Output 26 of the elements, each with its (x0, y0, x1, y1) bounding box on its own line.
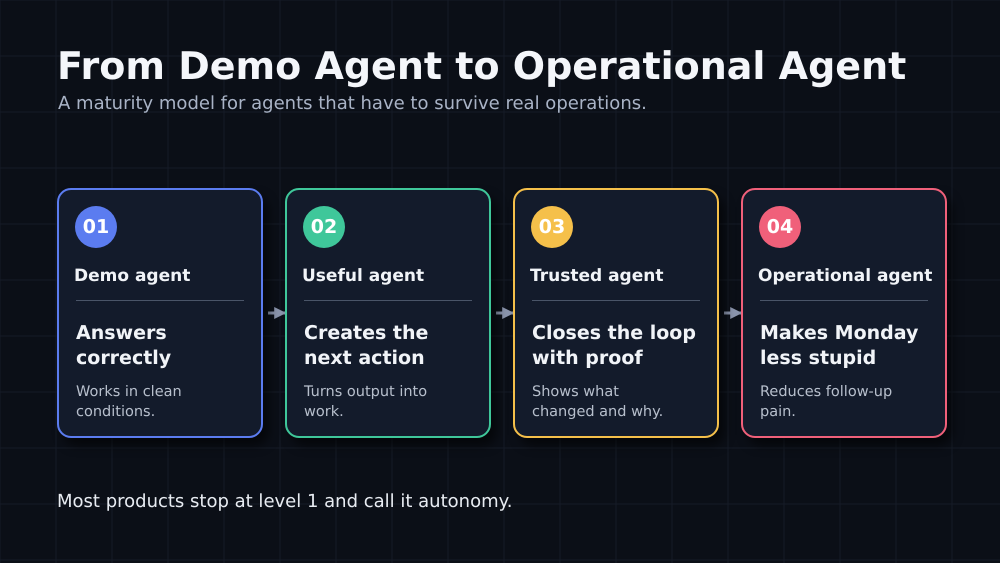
step-number: 02 (303, 206, 345, 248)
stage-outcome: Closes the loop with proof (532, 321, 697, 371)
arrow (496, 307, 514, 319)
stage-name: Useful agent (302, 266, 424, 286)
stage-card (513, 188, 719, 438)
arrow (724, 307, 742, 319)
stage-card (285, 188, 491, 438)
stage-description: Turns output into work. (304, 383, 428, 422)
stage-card (57, 188, 263, 438)
step-number: 04 (759, 206, 801, 248)
stage-description: Reduces follow-up pain. (760, 383, 894, 422)
stage-card (741, 188, 947, 438)
stage-outcome: Creates the next action (304, 321, 430, 371)
stage-description: Shows what changed and why. (532, 383, 664, 422)
title: From Demo Agent to Operational Agent (57, 44, 906, 88)
stage-name: Demo agent (74, 266, 190, 286)
stage-name: Trusted agent (530, 266, 664, 286)
arrow (268, 307, 286, 319)
stage-name: Operational agent (758, 266, 932, 286)
step-number: 01 (75, 206, 117, 248)
stage-outcome: Answers correctly (76, 321, 172, 371)
footer-note: Most products stop at level 1 and call it autonomy. (57, 491, 512, 512)
stage-description: Works in clean conditions. (76, 383, 183, 422)
subtitle: A maturity model for agents that have to survive real operations. (58, 93, 647, 114)
step-number: 03 (531, 206, 573, 248)
stage-outcome: Makes Monday less stupid (760, 321, 920, 371)
